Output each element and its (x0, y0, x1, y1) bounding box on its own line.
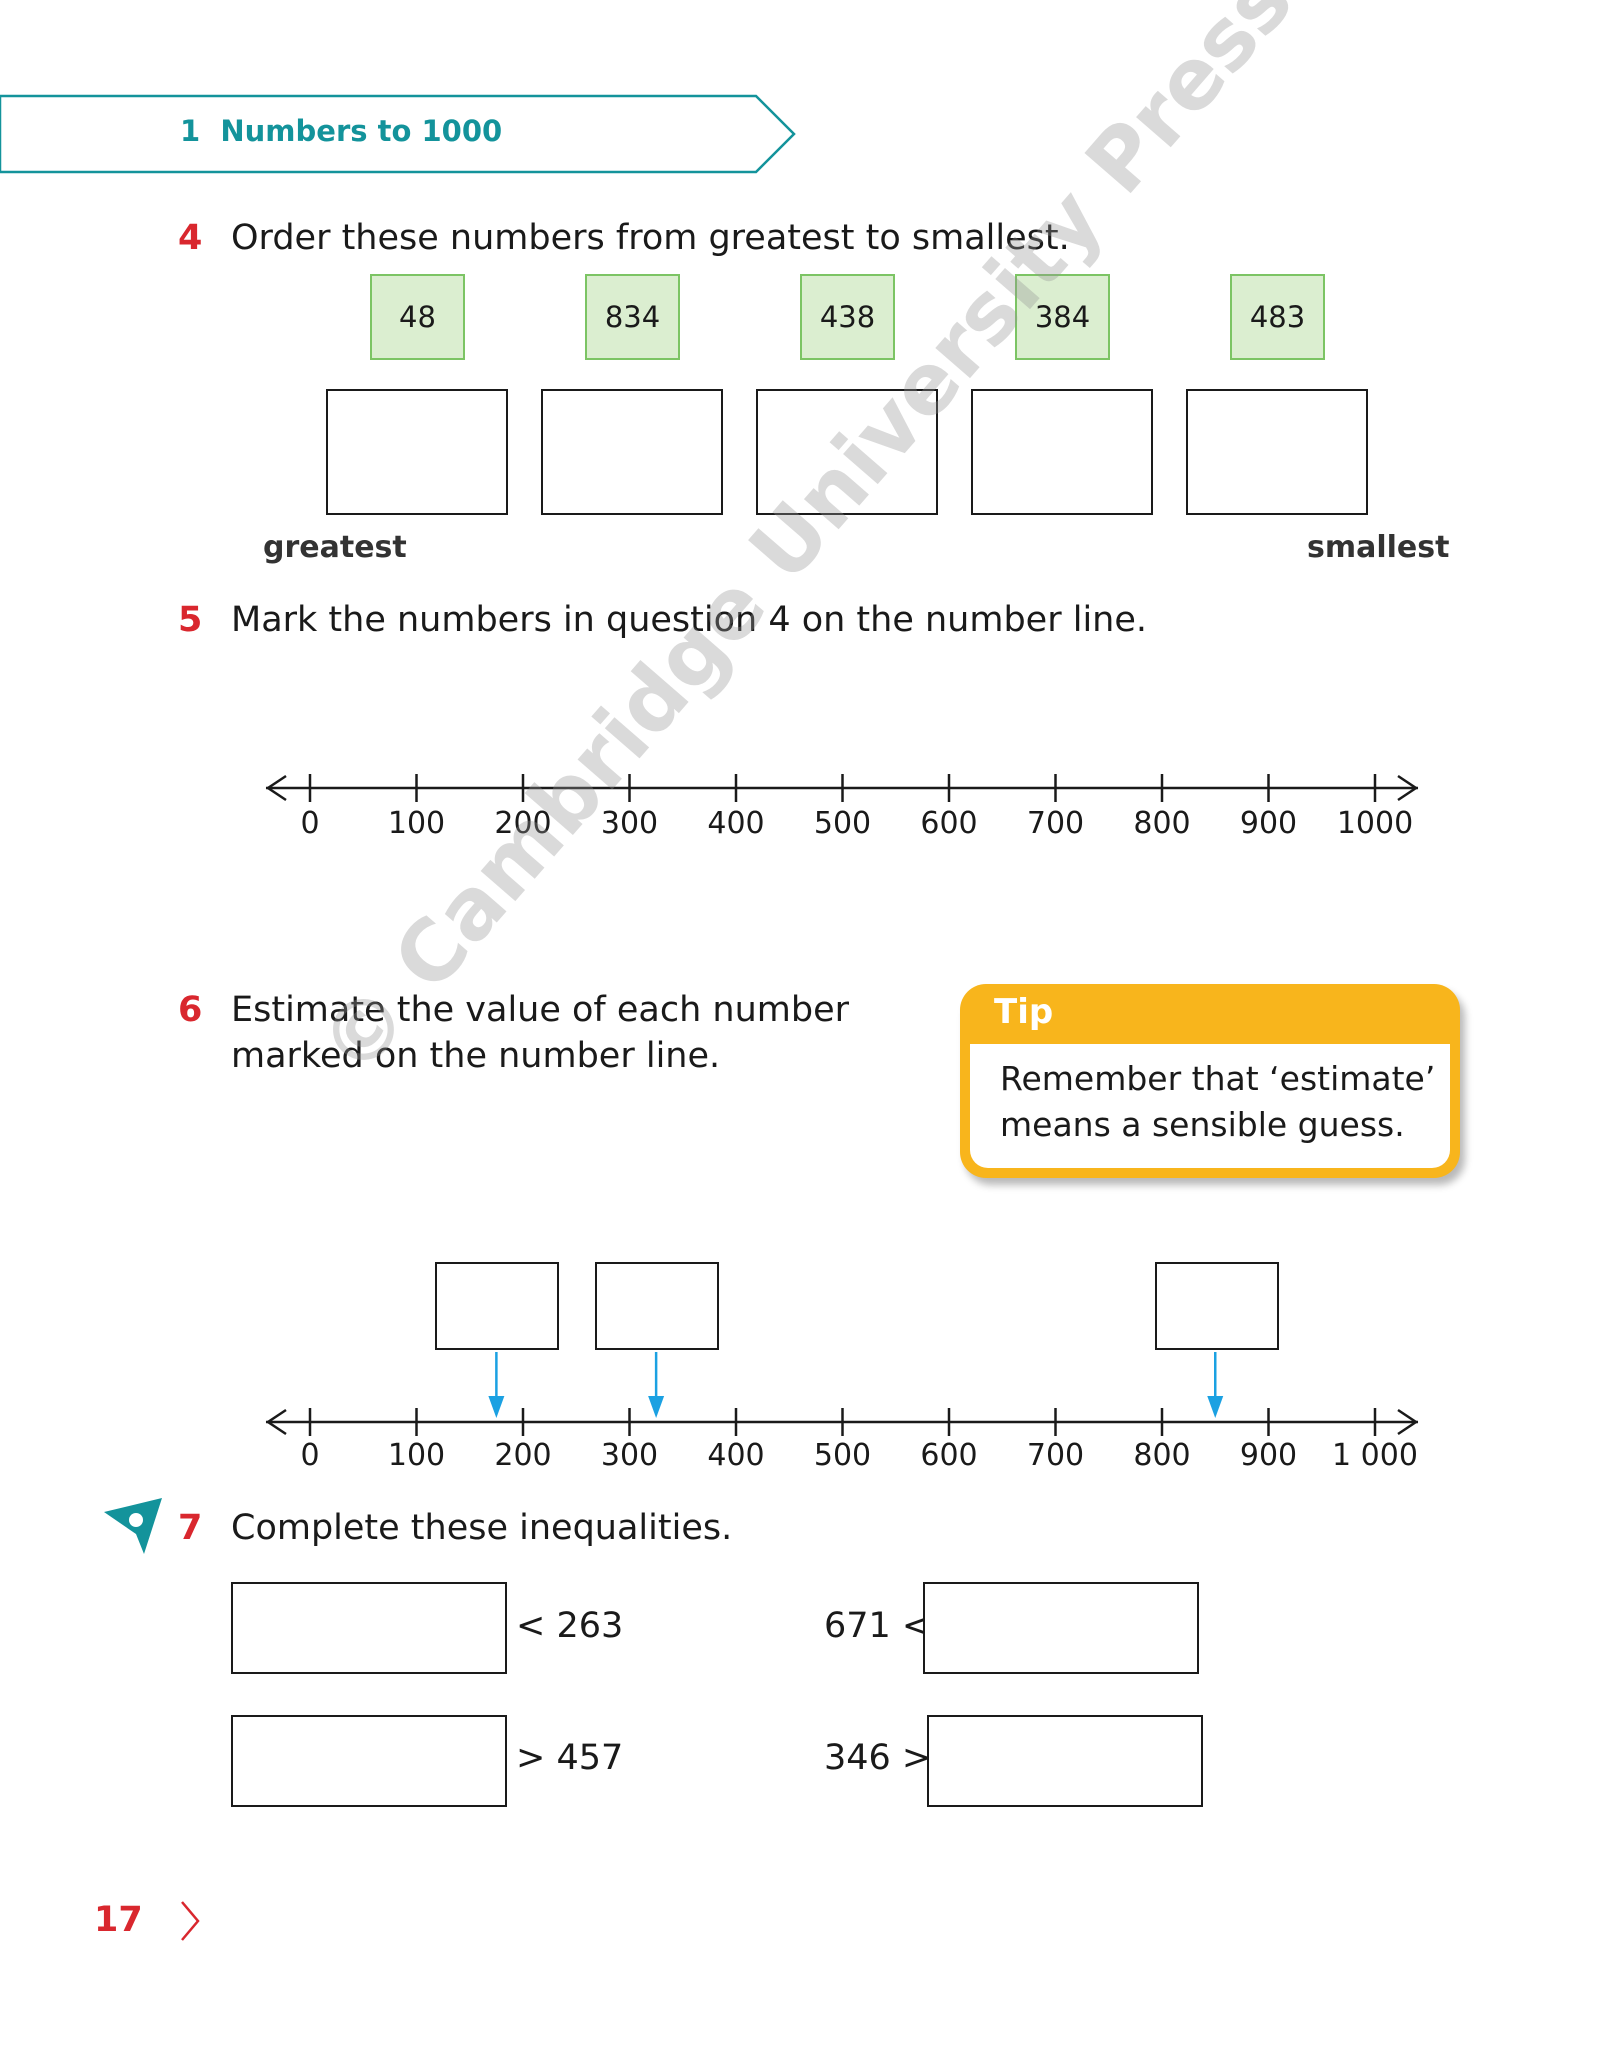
tick-label: 200 (494, 806, 552, 841)
estimate-answer-box-2[interactable] (595, 1262, 719, 1350)
inequality-2-text: 671 < (824, 1606, 932, 1646)
tick-label: 900 (1239, 806, 1298, 841)
tick-label: 600 (920, 806, 978, 841)
number-card: 48 (370, 274, 465, 360)
page-number: 17 (94, 1900, 143, 1940)
number-line-q5[interactable] (0, 760, 1612, 820)
order-answer-box-5[interactable] (1186, 389, 1368, 515)
left-arrow-icon (265, 1408, 287, 1436)
question-7-text: Complete these inequalities. (231, 1508, 733, 1548)
smallest-label: smallest (1307, 530, 1450, 565)
greatest-label: greatest (263, 530, 407, 565)
order-answer-box-1[interactable] (326, 389, 508, 515)
right-arrow-icon (1397, 1408, 1419, 1436)
tick-label: 900 (1239, 1438, 1298, 1473)
estimate-answer-box-3[interactable] (1155, 1262, 1279, 1350)
tick-label: 0 (300, 1438, 320, 1473)
tick-label: 700 (1026, 806, 1085, 841)
tick-label: 400 (707, 806, 765, 841)
tick-label: 300 (600, 1438, 659, 1473)
chapter-number: 1 (180, 114, 201, 148)
marker-arrow (648, 1352, 665, 1418)
estimate-answer-box-1[interactable] (435, 1262, 559, 1350)
marker-arrow (1207, 1352, 1224, 1418)
chevron-right-icon (181, 1901, 200, 1941)
inequality-box-4[interactable] (927, 1715, 1203, 1807)
number-card: 384 (1015, 274, 1110, 360)
order-answer-box-2[interactable] (541, 389, 723, 515)
marker-arrow (488, 1352, 505, 1418)
tip-line-2: means a sensible guess. (1000, 1105, 1405, 1144)
tick-label: 300 (600, 806, 659, 841)
tick-label: 1 000 (1332, 1438, 1418, 1473)
inequality-box-1[interactable] (231, 1582, 507, 1674)
number-line-q6 (265, 1352, 1419, 1436)
question-6-line-2: marked on the number line. (231, 1036, 721, 1076)
tick-label: 800 (1133, 1438, 1191, 1473)
question-6-line-1: Estimate the value of each number (231, 990, 850, 1030)
tick-label: 100 (387, 806, 446, 841)
tick-label: 100 (387, 1438, 446, 1473)
tick-label: 500 (813, 806, 872, 841)
question-4-number: 4 (178, 218, 203, 258)
inequality-3-text: > 457 (516, 1738, 624, 1778)
number-card: 834 (585, 274, 680, 360)
number-card: 483 (1230, 274, 1325, 360)
challenge-icon (104, 1498, 162, 1554)
question-5-number: 5 (178, 600, 203, 640)
tick-label: 700 (1026, 1438, 1085, 1473)
right-arrow-icon (1397, 774, 1419, 802)
tick-label: 600 (920, 1438, 978, 1473)
question-5-text: Mark the numbers in question 4 on the nu… (231, 600, 1148, 640)
tick-label: 400 (707, 1438, 765, 1473)
tip-box: Tip Remember that ‘estimate’ means a sen… (960, 984, 1460, 1178)
tip-text: Remember that ‘estimate’ means a sensibl… (1000, 1056, 1435, 1148)
tick-label: 800 (1133, 806, 1191, 841)
question-7-number: 7 (178, 1508, 203, 1548)
tip-title: Tip (994, 992, 1054, 1032)
tick-label: 0 (300, 806, 320, 841)
tick-label: 1000 (1336, 806, 1414, 841)
number-card: 438 (800, 274, 895, 360)
tick-label: 500 (813, 1438, 872, 1473)
order-answer-box-3[interactable] (756, 389, 938, 515)
inequality-4-text: 346 > (824, 1738, 932, 1778)
chapter-name: Numbers to 1000 (220, 114, 503, 148)
question-4-text: Order these numbers from greatest to sma… (231, 218, 1070, 258)
left-arrow-icon (265, 774, 287, 802)
order-answer-box-4[interactable] (971, 389, 1153, 515)
chapter-banner (0, 94, 796, 174)
tip-body: Remember that ‘estimate’ means a sensibl… (970, 1044, 1450, 1168)
inequality-1-text: < 263 (516, 1606, 624, 1646)
tick-label: 200 (494, 1438, 552, 1473)
question-6-number: 6 (178, 990, 203, 1030)
tip-line-1: Remember that ‘estimate’ (1000, 1059, 1436, 1098)
inequality-box-3[interactable] (231, 1715, 507, 1807)
inequality-box-2[interactable] (923, 1582, 1199, 1674)
chapter-title: 1 Numbers to 1000 (180, 114, 502, 148)
